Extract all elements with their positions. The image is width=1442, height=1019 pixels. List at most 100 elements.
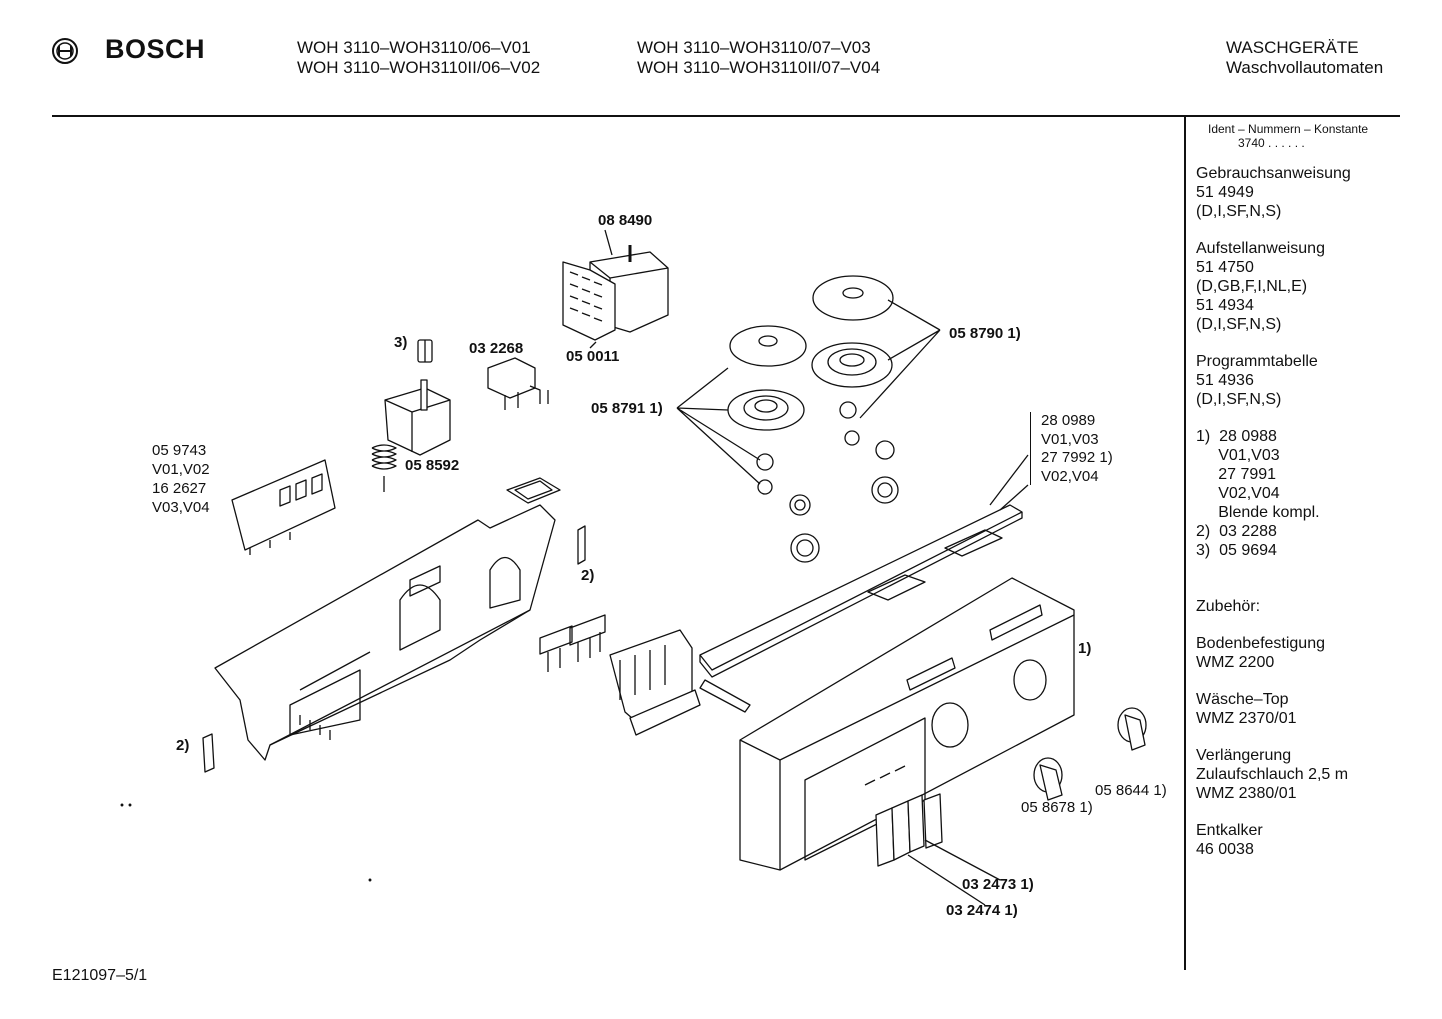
sidebar-line: Bodenbefestigung: [1196, 635, 1325, 652]
brand-name: BOSCH: [105, 34, 206, 64]
contact-springs: [540, 615, 605, 672]
sidebar-divider: [1184, 117, 1186, 970]
part-label-line: V03,V04: [152, 499, 210, 516]
ident-title: Ident – Nummern – Konstante: [1208, 122, 1369, 136]
model-line: WOH 3110–WOH3110/06–V01: [297, 38, 531, 57]
part-label-058592: 05 8592: [405, 457, 460, 474]
model-list-2: WOH 3110–WOH3110/07–V03 WOH 3110–WOH3110…: [637, 38, 880, 78]
part-label-note-3: 3): [394, 334, 408, 351]
push-button-caps: [876, 794, 942, 866]
part-label-058791: 05 8791 1): [591, 400, 663, 417]
part-label-032268: 03 2268: [469, 340, 524, 357]
knob-disc-2: [812, 343, 892, 387]
sidebar-line: (D,I,SF,N,S): [1196, 391, 1282, 408]
part-label-058678: 05 8678 1): [1021, 799, 1093, 816]
sidebar: Ident – Nummern – Konstante 3740 . . . .…: [1196, 122, 1396, 877]
bracket-line: [1030, 412, 1031, 485]
sidebar-block: Zubehör:: [1196, 578, 1396, 616]
part-label-032473: 03 2473 1): [962, 876, 1034, 893]
sidebar-block: 1) 28 0988 V01,V03 27 7991 V02,V04 Blend…: [1196, 427, 1396, 560]
knob-disc-4: [728, 390, 804, 430]
exploded-parts-drawing: [0, 0, 1180, 1019]
control-knob: [1034, 708, 1146, 800]
clip-part: [203, 526, 585, 772]
selector-switch-bank: [610, 630, 700, 735]
model-line: WOH 3110–WOH3110/07–V03: [637, 38, 871, 57]
sidebar-line: (D,I,SF,N,S): [1196, 316, 1282, 333]
model-list-1: WOH 3110–WOH3110/06–V01 WOH 3110–WOH3110…: [297, 38, 540, 78]
part-label-line: 05 9743: [152, 442, 207, 459]
circuit-board: [232, 460, 335, 555]
part-label-line: 27 7992 1): [1041, 449, 1113, 466]
part-label-058790: 05 8790 1): [949, 325, 1021, 342]
part-label-line: V01,V03: [1041, 430, 1099, 448]
sidebar-line: 2) 03 2288: [1196, 523, 1277, 540]
fascia-panel: [740, 578, 1074, 870]
panel-cover: [700, 505, 1022, 712]
sidebar-line: Verlängerung: [1196, 747, 1292, 764]
sidebar-line: Wäsche–Top: [1196, 691, 1289, 708]
category-title: WASCHGERÄTE Waschvollautomaten: [1226, 38, 1383, 78]
sidebar-block: Aufstellanweisung 51 4750 (D,GB,F,I,NL,E) 5…: [1196, 239, 1396, 334]
sidebar-line: V01,V03: [1196, 447, 1280, 464]
sidebar-line: Gebrauchsanweisung: [1196, 165, 1351, 182]
sidebar-line: Zulaufschlauch 2,5 m: [1196, 766, 1349, 783]
relay-block: [563, 245, 668, 340]
sidebar-line: 51 4934: [1196, 297, 1254, 314]
sidebar-line: Zubehör:: [1196, 598, 1261, 615]
chassis-frame: [215, 505, 555, 760]
sidebar-block: Entkalker 46 0038: [1196, 821, 1396, 859]
sidebar-line: WMZ 2380/01: [1196, 785, 1297, 802]
sidebar-line: 51 4949: [1196, 184, 1254, 201]
sidebar-line: Blende kompl.: [1196, 504, 1320, 521]
sidebar-line: WMZ 2200: [1196, 654, 1275, 671]
part-label-note-1: 1): [1078, 640, 1092, 657]
programmer-motor: [372, 380, 450, 492]
knob-disc-3: [730, 326, 806, 366]
sidebar-line: 51 4936: [1196, 372, 1254, 389]
part-label-059743: 05 9743 V01,V02 16 2627 V03,V04: [152, 441, 210, 517]
part-label-032474: 03 2474 1): [946, 902, 1018, 919]
sidebar-line: Programmtabelle: [1196, 353, 1318, 370]
sidebar-block: Gebrauchsanweisung 51 4949 (D,I,SF,N,S): [1196, 164, 1396, 221]
sidebar-line: Aufstellanweisung: [1196, 240, 1325, 257]
category-line: Waschvollautomaten: [1226, 58, 1384, 77]
part-label-line: 16 2627: [152, 480, 207, 497]
sidebar-block: Programmtabelle 51 4936 (D,I,SF,N,S): [1196, 352, 1396, 409]
part-label-058644: 05 8644 1): [1095, 782, 1167, 799]
header-divider: [52, 115, 1400, 117]
switch-part: [488, 358, 548, 410]
part-label-line: V01,V02: [152, 461, 210, 478]
model-line: WOH 3110–WOH3110II/07–V04: [637, 58, 881, 77]
bosch-logo-icon: [50, 36, 80, 71]
sidebar-line: 27 7991: [1196, 466, 1277, 483]
part-label-088490: 08 8490: [598, 212, 653, 229]
model-line: WOH 3110–WOH3110II/06–V02: [297, 58, 541, 77]
sidebar-line: Entkalker: [1196, 822, 1263, 839]
part-label-note-2: 2): [581, 567, 595, 584]
sidebar-line: 51 4750: [1196, 259, 1254, 276]
part-label-280989: 28 0989 V01,V03 27 7992 1) V02,V04: [1041, 412, 1113, 486]
sidebar-line: (D,GB,F,I,NL,E): [1196, 278, 1308, 295]
part-label-line: 28 0989: [1041, 412, 1096, 429]
drawing-code: E121097–5/1: [52, 967, 148, 984]
gear-parts: [757, 402, 898, 562]
category-line: WASCHGERÄTE: [1226, 38, 1359, 57]
frame-part: [507, 478, 560, 503]
sidebar-line: [1196, 578, 1396, 597]
sidebar-line: 3) 05 9694: [1196, 542, 1277, 559]
part-label-line: V02,V04: [1041, 467, 1099, 485]
sidebar-line: WMZ 2370/01: [1196, 710, 1297, 727]
part-label-050011: 05 0011: [566, 348, 620, 365]
sidebar-line: V02,V04: [1196, 485, 1280, 502]
sidebar-line: (D,I,SF,N,S): [1196, 203, 1282, 220]
knob-disc-1: [813, 276, 893, 320]
sidebar-line: 1) 28 0988: [1196, 428, 1277, 445]
sidebar-line: 46 0038: [1196, 841, 1254, 858]
ident-value: 3740 . . . . . .: [1238, 136, 1305, 150]
timer-unit: [418, 340, 432, 362]
